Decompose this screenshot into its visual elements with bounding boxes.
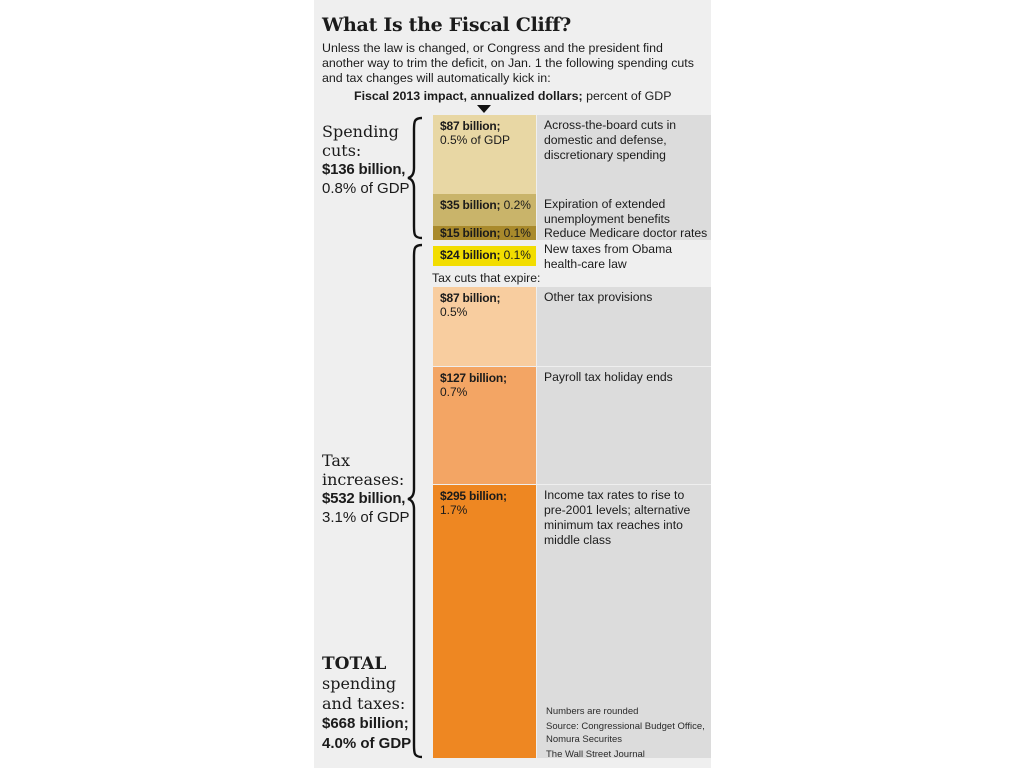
spending-label-line1: Spending <box>322 122 399 141</box>
bar-segment: $87 billion; 0.5% of GDP <box>433 115 536 194</box>
bar-segment: $35 billion; 0.2% <box>433 194 536 226</box>
segment-pct-label: 1.7% <box>440 503 468 517</box>
footnote-source: Source: Congressional Budget Office, Nom… <box>546 721 705 745</box>
segment-pct-label: 0.5% <box>440 305 468 319</box>
spending-label-line2: cuts: <box>322 141 362 160</box>
segment-pct-label: 0.5% of GDP <box>440 133 511 147</box>
infographic-panel: What Is the Fiscal Cliff? Unless the law… <box>314 0 711 768</box>
total-pct: 4.0% of GDP <box>322 735 412 752</box>
segment-value-label: $24 billion; <box>440 248 501 262</box>
chart-title: What Is the Fiscal Cliff? <box>322 14 572 36</box>
total-label-line1: TOTAL <box>322 654 387 674</box>
total-amount: $668 billion; <box>322 715 409 732</box>
intro-text: Unless the law is changed, or Congress a… <box>322 41 694 85</box>
segment-pct-label: 0.1% <box>503 226 531 240</box>
segment-value-label: $127 billion; <box>440 371 507 385</box>
segment-description: New taxes from Obama health-care law <box>537 242 711 271</box>
bar-segment: $24 billion; 0.1% <box>433 246 536 266</box>
tax-group-label: Tax increases: $532 billion, 3.1% of GDP <box>322 451 410 527</box>
bar-segment: $15 billion; 0.1% <box>433 226 536 240</box>
total-label-line2: spending <box>322 674 397 693</box>
bar-segment: $87 billion; 0.5% <box>433 287 536 366</box>
segment-description: Expiration of extended unemployment bene… <box>537 194 711 226</box>
segment-description: Income tax rates to rise to pre-2001 lev… <box>537 485 711 758</box>
segment-pct-label: 0.7% <box>440 385 468 399</box>
tax-total-amount: $532 billion, <box>322 490 406 507</box>
segment-pct-label: 0.2% <box>503 198 531 212</box>
segment-description: Reduce Medicare doctor rates <box>537 226 711 240</box>
footnote-credit: The Wall Street Journal <box>546 749 645 760</box>
down-arrow-icon <box>477 105 491 113</box>
total-group-label: TOTAL spending and taxes: $668 billion; … <box>322 654 411 754</box>
segment-description: Payroll tax holiday ends <box>537 367 711 484</box>
footnote-rounded: Numbers are rounded <box>546 706 639 717</box>
segment-value-label: $295 billion; <box>440 489 507 503</box>
bar-segment: $127 billion; 0.7% <box>433 367 536 484</box>
subtitle-bold: Fiscal 2013 impact, annualized dollars; <box>354 89 583 103</box>
segment-value-label: $87 billion; <box>440 119 501 133</box>
segment-description: Other tax provisions <box>537 287 711 366</box>
segment-value-label: $87 billion; <box>440 291 501 305</box>
segment-description: Across-the-board cuts in domestic and de… <box>537 115 711 194</box>
tax-expire-label: Tax cuts that expire: <box>432 271 541 285</box>
segment-value-label: $15 billion; <box>440 226 501 240</box>
spending-total-amount: $136 billion, <box>322 161 406 178</box>
segment-pct-label: 0.1% <box>503 248 531 262</box>
total-label-line3: and taxes: <box>322 694 406 713</box>
spending-group-label: Spending cuts: $136 billion, 0.8% of GDP <box>322 122 410 198</box>
spending-total-pct: 0.8% of GDP <box>322 180 410 197</box>
chart-subtitle: Fiscal 2013 impact, annualized dollars; … <box>354 89 671 103</box>
tax-brace-icon <box>407 243 423 759</box>
subtitle-rest: percent of GDP <box>582 89 672 103</box>
tax-label-line1: Tax <box>322 451 350 470</box>
spending-brace-icon <box>407 116 423 240</box>
segment-value-label: $35 billion; <box>440 198 501 212</box>
tax-total-pct: 3.1% of GDP <box>322 509 410 526</box>
tax-label-line2: increases: <box>322 470 405 489</box>
bar-segment: $295 billion; 1.7% <box>433 485 536 758</box>
footnotes: Numbers are rounded Source: Congressiona… <box>546 705 706 763</box>
